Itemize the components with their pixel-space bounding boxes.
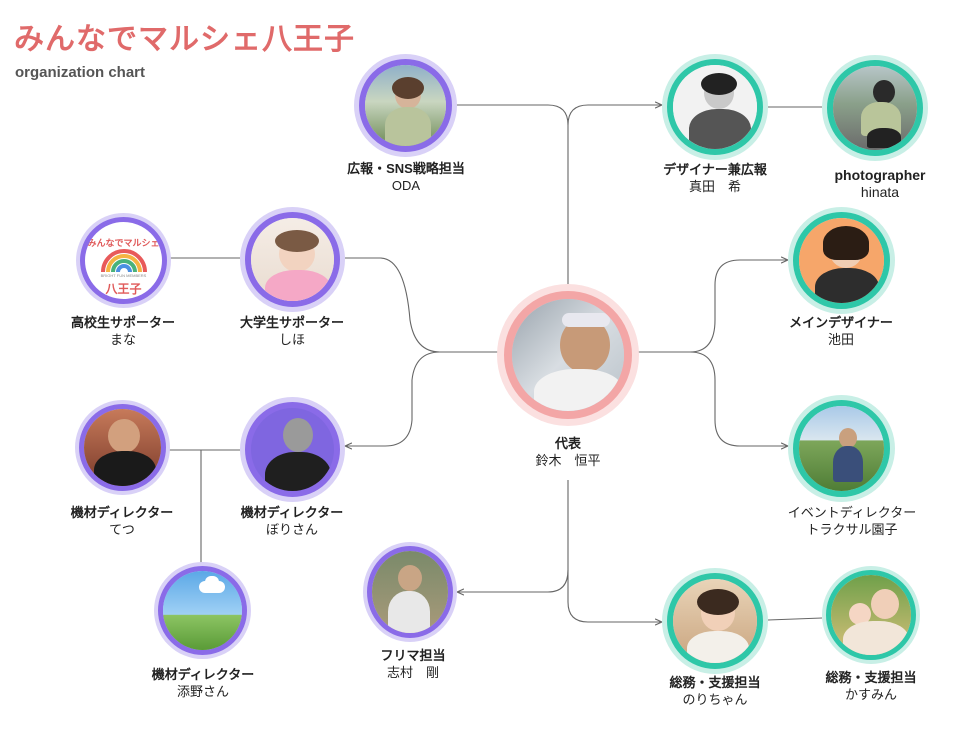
leader-label: 代表 鈴木 恒平 — [473, 435, 663, 469]
photographer-photo-icon — [833, 66, 917, 150]
node-role: メインデザイナー — [789, 315, 893, 330]
general-affairs-2-node[interactable] — [822, 566, 920, 664]
logo-icon: みんなでマルシェ BRIGHT FUN MEMBERS 八王子 — [85, 222, 162, 299]
link-leader-designer — [567, 105, 662, 126]
link-leader-flea — [457, 480, 569, 592]
node-role: 機材ディレクター — [151, 667, 255, 682]
node-role: 機材ディレクター — [70, 505, 174, 520]
general-affairs-2-photo-icon — [831, 575, 911, 655]
designer-pr-label: デザイナー兼広報 真田 希 — [620, 161, 810, 195]
univ-supporter-label: 大学生サポーター しほ — [197, 314, 387, 348]
main-designer-node[interactable] — [788, 207, 895, 314]
node-name: まな — [109, 332, 136, 347]
high-supporter-node[interactable]: みんなでマルシェ BRIGHT FUN MEMBERS 八王子 — [76, 213, 171, 308]
node-name: トラクサル園子 — [806, 522, 898, 537]
leader-node[interactable] — [497, 284, 639, 426]
equip-director-3-node[interactable] — [154, 562, 251, 659]
equip-director-label: 機材ディレクター ぼりさん — [197, 504, 387, 538]
node-role: 大学生サポーター — [239, 315, 344, 330]
link-leader-univ — [345, 257, 500, 353]
node-role: イベントディレクター — [787, 505, 917, 520]
link-ga1-ga2 — [767, 617, 823, 621]
node-name: 池田 — [827, 332, 854, 347]
node-name: 真田 希 — [688, 179, 741, 194]
node-name: のりちゃん — [682, 692, 748, 707]
node-name: 添野さん — [176, 684, 229, 699]
node-role: 総務・支援担当 — [669, 675, 761, 690]
general-affairs-photo-icon — [673, 579, 757, 663]
photographer-node[interactable] — [822, 55, 928, 161]
main-designer-photo-icon — [799, 218, 884, 303]
designer-pr-photo-icon — [673, 65, 757, 149]
logo-line1: みんなでマルシェ — [87, 238, 160, 248]
link-leader-event — [689, 351, 788, 446]
node-role: フリマ担当 — [380, 648, 446, 663]
node-name: 志村 剛 — [386, 665, 439, 680]
link-leader-equip — [345, 351, 441, 446]
node-name: 鈴木 恒平 — [535, 453, 601, 468]
event-director-node[interactable] — [788, 395, 895, 502]
node-name: ODA — [391, 178, 421, 193]
node-role: 機材ディレクター — [240, 505, 344, 520]
link-leader-main-designer — [638, 260, 788, 353]
equip-director-2-label: 機材ディレクター てつ — [27, 504, 217, 538]
landscape-placeholder-icon — [163, 571, 242, 650]
link-leader-ga — [567, 570, 662, 622]
main-designer-label: メインデザイナー 池田 — [746, 314, 936, 348]
node-role: 総務・支援担当 — [825, 670, 917, 685]
page-title: みんなでマルシェ八王子 — [14, 22, 355, 57]
general-affairs-2-label: 総務・支援担当 かすみん — [776, 669, 966, 703]
flea-market-photo-icon — [372, 551, 448, 633]
link-leader-pr — [455, 104, 569, 290]
equip-director-2-photo-icon — [84, 409, 161, 486]
designer-pr-node[interactable] — [662, 54, 768, 160]
flea-market-label: フリマ担当 志村 剛 — [318, 647, 508, 681]
pr-label: 広報・SNS戦略担当 ODA — [311, 160, 501, 194]
node-role: photographer — [834, 167, 926, 183]
logo-line2: 八王子 — [105, 282, 142, 296]
general-affairs-node[interactable] — [662, 568, 768, 674]
pr-photo-icon — [365, 65, 446, 146]
univ-supporter-node[interactable] — [240, 207, 345, 312]
event-director-photo-icon — [799, 406, 884, 491]
photographer-label: photographer hinata — [785, 167, 975, 201]
equip-director-3-label: 機材ディレクター 添野さん — [108, 666, 298, 700]
node-name: かすみん — [844, 687, 897, 702]
node-role: デザイナー兼広報 — [663, 162, 767, 177]
node-name: しほ — [278, 332, 305, 347]
page-subtitle: organization chart — [15, 64, 146, 81]
node-name: ぼりさん — [265, 522, 318, 537]
flea-market-node[interactable] — [363, 542, 457, 642]
node-role: 高校生サポーター — [70, 315, 175, 330]
event-director-label: イベントディレクター トラクサル園子 — [757, 504, 947, 538]
node-role: 広報・SNS戦略担当 — [347, 161, 465, 176]
logo-tagline: BRIGHT FUN MEMBERS — [100, 273, 147, 278]
leader-photo-icon — [512, 299, 624, 411]
equip-director-2-node[interactable] — [75, 400, 170, 495]
general-affairs-label: 総務・支援担当 のりちゃん — [620, 674, 810, 708]
rainbow-icon — [101, 249, 147, 272]
node-name: hinata — [860, 184, 900, 200]
node-name: てつ — [109, 522, 135, 537]
pr-node[interactable] — [354, 54, 457, 157]
univ-supporter-photo-icon — [251, 218, 334, 301]
high-supporter-label: 高校生サポーター まな — [28, 314, 218, 348]
node-role: 代表 — [554, 436, 581, 451]
equip-director-node[interactable] — [240, 397, 345, 502]
equip-director-photo-icon — [251, 408, 334, 491]
